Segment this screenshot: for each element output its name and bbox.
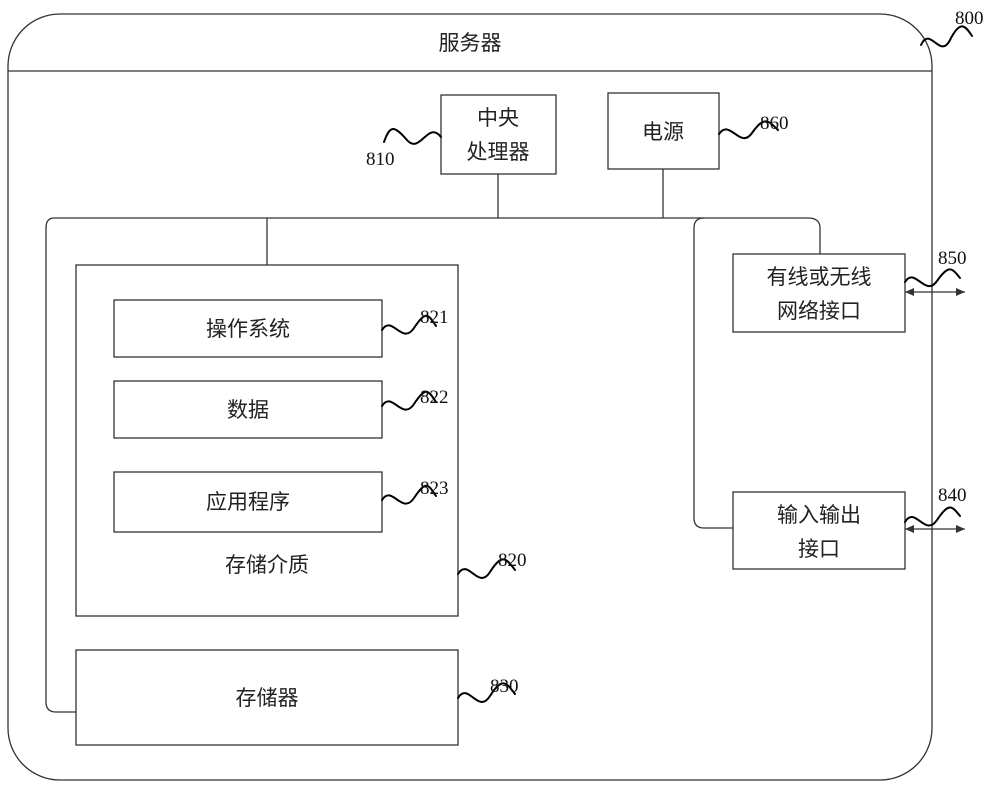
cpu-box — [440, 94, 557, 175]
memory-ref-squiggle — [457, 682, 516, 703]
cpu-label-line2: 处理器 — [467, 140, 530, 164]
network-interface-arrow — [905, 288, 965, 296]
application-ref-squiggle — [381, 484, 437, 505]
io-interface-label-line1: 输入输出 — [777, 503, 861, 527]
memory-ref: 830 — [490, 676, 519, 697]
operating-system-box — [113, 299, 383, 358]
memory-label: 存储器 — [236, 686, 299, 710]
application-label: 应用程序 — [206, 490, 290, 514]
io-interface-label-line2: 接口 — [798, 537, 840, 561]
application-box — [113, 471, 383, 533]
power-label: 电源 — [642, 120, 684, 144]
server-ref-squiggle — [920, 25, 973, 48]
operating-system-ref-squiggle — [381, 314, 437, 335]
network-interface-label-line2: 网络接口 — [777, 299, 861, 323]
power-ref-squiggle — [718, 120, 779, 140]
io-interface-ref-squiggle — [904, 506, 961, 527]
network-interface-box — [732, 253, 906, 333]
operating-system-label: 操作系统 — [206, 317, 290, 341]
io-interface-box — [732, 491, 906, 570]
network-interface-ref-squiggle — [904, 268, 961, 288]
storage-medium-ref-squiggle — [457, 558, 516, 579]
io-interface-ref: 840 — [938, 485, 967, 506]
storage-medium-label: 存储介质 — [225, 553, 309, 577]
network-interface-ref: 850 — [938, 248, 967, 269]
memory-box — [75, 649, 459, 746]
server-ref: 800 — [955, 8, 984, 29]
application-ref: 823 — [420, 478, 449, 499]
bus-lines — [45, 169, 821, 713]
power-box — [607, 92, 720, 170]
data-ref: 822 — [420, 387, 449, 408]
operating-system-ref: 821 — [420, 307, 449, 328]
cpu-label-line1: 中央 — [477, 106, 519, 130]
power-ref: 860 — [760, 113, 789, 134]
server-title: 服务器 — [439, 31, 502, 55]
cpu-ref: 810 — [366, 149, 395, 170]
storage-medium-ref: 820 — [498, 550, 527, 571]
data-label: 数据 — [227, 398, 269, 422]
data-box — [113, 380, 383, 439]
cpu-ref-squiggle — [383, 128, 442, 145]
io-interface-arrow — [905, 525, 965, 533]
data-ref-squiggle — [381, 390, 437, 411]
network-interface-label-line1: 有线或无线 — [767, 265, 872, 289]
